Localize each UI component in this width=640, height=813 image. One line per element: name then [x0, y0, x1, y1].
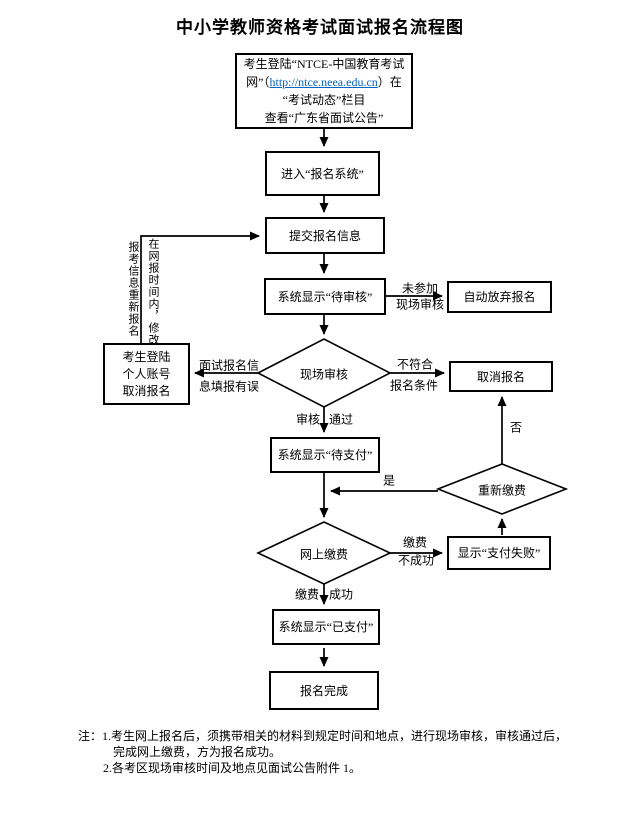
- node-cancel-login: 考生登陆 个人账号 取消报名: [103, 343, 190, 405]
- edge-label-pay-fail-1: 缴费: [402, 535, 428, 550]
- node-status-pending-review: 系统显示“待审核”: [264, 278, 386, 315]
- start-line3: “考试动态”栏目: [282, 93, 366, 107]
- edge-label-not-qualified-2: 报名条件: [389, 378, 439, 393]
- cancel-login-line1: 考生登陆: [122, 349, 171, 364]
- edge-label-no-onsite-1: 未参加: [401, 281, 439, 296]
- diamond-label-repay: 重新缴费: [477, 483, 527, 498]
- node-payment-failed: 显示“支付失败”: [447, 536, 551, 570]
- node-enter-system: 进入“报名系统”: [265, 151, 380, 196]
- diamond-onsite-review: [256, 338, 392, 408]
- edge-label-info-error-2: 息填报有误: [198, 379, 260, 394]
- node-status-paid: 系统显示“已支付”: [272, 609, 380, 645]
- diamond-label-online-payment: 网上缴费: [299, 547, 349, 562]
- footnote-line3: 2.各考区现场审核时间及地点见面试公告附件 1。: [103, 761, 362, 775]
- node-auto-abandon: 自动放弃报名: [447, 281, 552, 313]
- edge-label-not-qualified-1: 不符合: [396, 357, 434, 372]
- edge-label-no: 否: [509, 420, 523, 435]
- cancel-login-line3: 取消报名: [122, 383, 171, 398]
- ntce-link[interactable]: http://ntce.neea.edu.cn: [269, 75, 378, 89]
- edge-label-yes: 是: [382, 473, 396, 488]
- node-start: 考生登陆“NTCE-中国教育考试 网”（http://ntce.neea.edu…: [235, 53, 413, 129]
- start-line2: 网”（http://ntce.neea.edu.cn）在: [246, 73, 402, 91]
- footnote-line1: 注：1.考生网上报名后，须携带相关的材料到规定时间和地点，进行现场审核，审核通过…: [78, 729, 568, 743]
- edge-label-info-error-1: 面试报名信: [198, 358, 260, 373]
- edge-label-pay-ok-2: 成功: [328, 587, 354, 602]
- start-line4: 查看“广东省面试公告”: [264, 111, 384, 125]
- arrow-cancel-login-to-submit: [140, 231, 260, 343]
- node-cancel-registration: 取消报名: [449, 361, 553, 392]
- edge-label-review-pass-2: 通过: [328, 412, 354, 427]
- diamond-online-payment: [256, 521, 392, 585]
- start-line1: 考生登陆“NTCE-中国教育考试: [243, 57, 405, 71]
- node-status-pending-payment: 系统显示“待支付”: [270, 437, 380, 473]
- footnote-line2: 完成网上缴费，方为报名成功。: [113, 745, 282, 759]
- edge-label-modify-right-column: 在网报时间内，修改: [147, 238, 159, 346]
- start-line2-suffix: ）在: [377, 75, 402, 89]
- page-title: 中小学教师资格考试面试报名流程图: [176, 18, 464, 37]
- edge-label-review-pass-1: 审核: [295, 412, 321, 427]
- diamond-repay: [435, 463, 569, 515]
- edge-label-pay-ok-1: 缴费: [294, 587, 320, 602]
- node-submit-info: 提交报名信息: [265, 217, 385, 254]
- edge-label-no-onsite-2: 现场审核: [395, 297, 445, 312]
- node-complete: 报名完成: [269, 671, 379, 710]
- edge-label-modify-left-column: 报考信息重新报名: [127, 241, 139, 337]
- start-line2-prefix: 网”（: [246, 75, 270, 89]
- cancel-login-line2: 个人账号: [122, 366, 171, 381]
- edge-label-pay-fail-2: 不成功: [397, 553, 435, 568]
- diamond-label-onsite-review: 现场审核: [299, 367, 349, 382]
